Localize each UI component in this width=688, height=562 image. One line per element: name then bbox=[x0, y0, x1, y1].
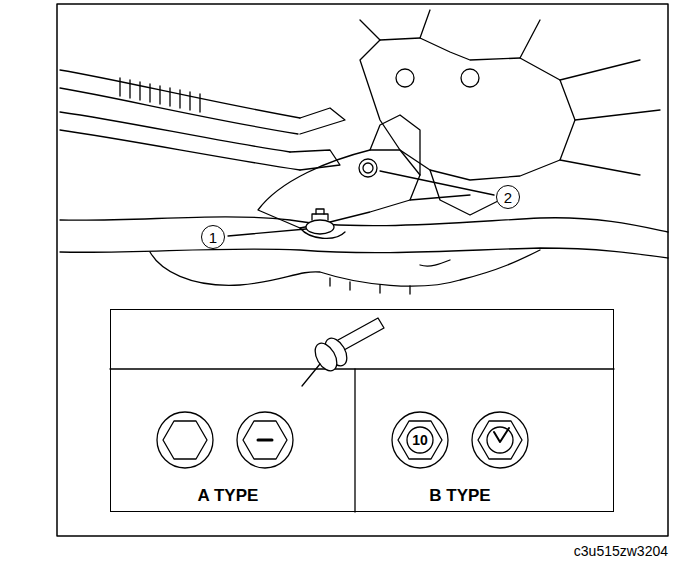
engine-housing bbox=[360, 38, 575, 180]
bolt-head-b-ten bbox=[392, 412, 448, 468]
illustration bbox=[57, 4, 668, 536]
leader-line bbox=[380, 171, 494, 195]
tie-rod bbox=[60, 88, 298, 134]
tie-rod bbox=[300, 108, 345, 134]
bolt-1 bbox=[306, 209, 334, 234]
bolt-head-a-plain bbox=[157, 412, 213, 468]
engine-housing bbox=[396, 69, 414, 87]
bolt-1 bbox=[312, 214, 328, 220]
mount-bracket bbox=[258, 150, 420, 228]
crossmember bbox=[60, 217, 668, 232]
crossmember bbox=[420, 260, 450, 266]
bolt-sketch bbox=[338, 318, 384, 350]
tie-rod bbox=[60, 70, 345, 170]
tie-rod bbox=[60, 130, 300, 170]
bolt-2 bbox=[359, 159, 377, 177]
bolt-head-a-dash bbox=[258, 439, 272, 442]
bolt-head-b-tick bbox=[478, 421, 522, 459]
bolt-2 bbox=[363, 163, 373, 173]
callout-number: 1 bbox=[209, 230, 217, 245]
bolt-head-b-tick bbox=[472, 412, 528, 468]
crossmember bbox=[150, 250, 540, 286]
callout-circle: 1 bbox=[201, 225, 225, 249]
engine-housing bbox=[560, 60, 660, 175]
bolt-head-b-ten bbox=[398, 421, 442, 459]
tie-rod bbox=[60, 70, 300, 118]
bolt-type-box: A TYPE B TYPE bbox=[110, 309, 614, 512]
leader-line bbox=[228, 229, 306, 236]
mount-bracket bbox=[370, 115, 420, 175]
bolt-head-a-dash bbox=[237, 412, 293, 468]
engine-housing bbox=[430, 170, 500, 215]
bolt-head-a-dash bbox=[237, 412, 293, 468]
tie-rod bbox=[120, 78, 200, 112]
bolt-sketch bbox=[302, 318, 384, 386]
bolt-head-a-dash bbox=[243, 421, 287, 459]
engine-housing bbox=[360, 10, 540, 58]
bolt-mark: 10 bbox=[412, 433, 428, 447]
mount-bracket bbox=[410, 195, 470, 200]
figure-code: c3u515zw3204 bbox=[574, 544, 668, 558]
type-heading: B TYPE bbox=[429, 487, 490, 504]
bolt-head-b-tick bbox=[494, 428, 509, 442]
tie-rod bbox=[290, 150, 340, 170]
bolt-1 bbox=[316, 209, 324, 214]
section-line bbox=[354, 369, 355, 512]
crossmember bbox=[60, 217, 668, 294]
crossmember bbox=[330, 278, 410, 294]
bolt-head-a-plain bbox=[157, 412, 213, 468]
tie-rod bbox=[60, 112, 290, 152]
type-heading: A TYPE bbox=[198, 487, 259, 504]
bolt-head-b-tick bbox=[487, 427, 513, 453]
bolt-head-b-ten bbox=[392, 412, 448, 468]
section-line bbox=[110, 368, 614, 369]
callout-number: 2 bbox=[504, 190, 512, 205]
bolt-head-b-tick bbox=[472, 412, 528, 468]
bolt-head-b-ten bbox=[407, 427, 433, 453]
section-line bbox=[110, 369, 614, 512]
bolt-sketch bbox=[302, 364, 320, 386]
bolt-1 bbox=[306, 220, 334, 234]
engine-housing bbox=[461, 69, 479, 87]
figure-frame bbox=[57, 4, 668, 536]
bolt-head-a-plain bbox=[163, 421, 207, 459]
engine-housing bbox=[360, 10, 660, 215]
bolt-2 bbox=[359, 159, 377, 177]
callout-circle: 2 bbox=[496, 185, 520, 209]
